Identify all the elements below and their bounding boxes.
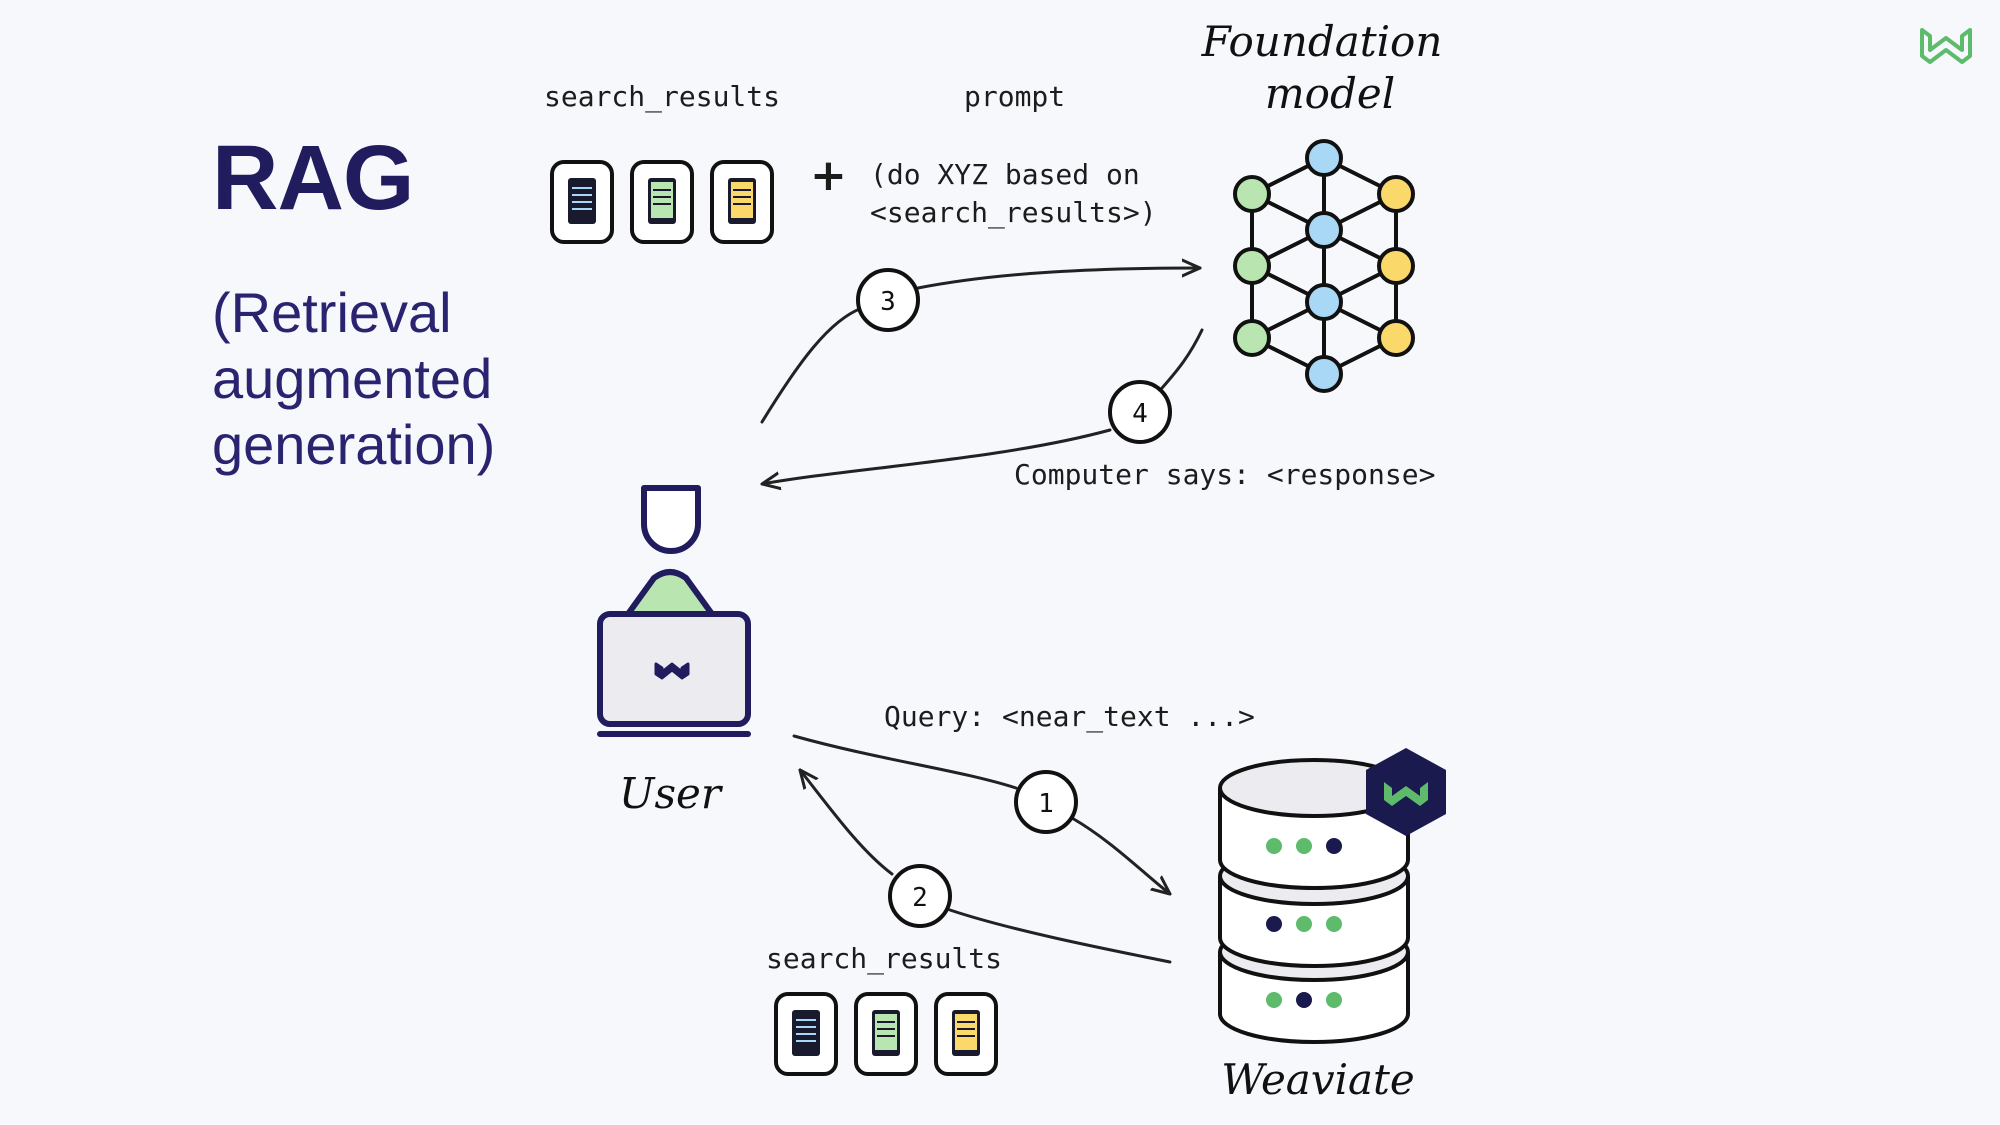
- foundation-model-label-line2: model: [1265, 69, 1395, 118]
- page-title: RAG: [212, 127, 414, 229]
- step-3-badge: 3: [856, 268, 920, 332]
- bottom-search-results-docs: [774, 992, 998, 1076]
- foundation-model-graph-icon: [1233, 139, 1415, 393]
- step-4-number: 4: [1132, 399, 1148, 429]
- user-head: [641, 485, 701, 554]
- prompt-label: prompt: [964, 80, 1065, 113]
- document-icon: [630, 160, 694, 244]
- user-label: User: [619, 769, 724, 818]
- user-laptop-icon: [597, 485, 751, 737]
- prompt-text-line1: (do XYZ based on: [870, 158, 1140, 191]
- document-icon: [550, 160, 614, 244]
- document-icon: [710, 160, 774, 244]
- step-1-badge: 1: [1014, 770, 1078, 834]
- arrow-step-4-start: [1160, 328, 1204, 390]
- computer-says-label: Computer says: <response>: [1014, 458, 1435, 491]
- step-2-number: 2: [912, 883, 928, 913]
- database-icon: [1218, 758, 1410, 1044]
- top-search-results-docs: [550, 160, 774, 244]
- document-icon: [934, 992, 998, 1076]
- weaviate-logo-icon: [1920, 28, 1972, 64]
- arrow-step-2-start: [948, 908, 1172, 964]
- document-icon: [774, 992, 838, 1076]
- arrow-step-1-start: [792, 734, 1018, 790]
- step-3-number: 3: [880, 287, 896, 317]
- flow-arrows: [760, 268, 1204, 964]
- query-label: Query: <near_text ...>: [884, 700, 1255, 734]
- prompt-text-line2: <search_results>): [870, 196, 1157, 230]
- weaviate-hex-logo-icon: [1366, 748, 1446, 836]
- user-body: [625, 569, 715, 617]
- step-2-badge: 2: [888, 864, 952, 928]
- arrow-step-2-head: [798, 768, 894, 876]
- document-icon: [854, 992, 918, 1076]
- foundation-model-label-line1: Foundation: [1201, 17, 1443, 66]
- arrow-step-4-head: [760, 428, 1112, 484]
- step-4-badge: 4: [1108, 380, 1172, 444]
- weaviate-label: Weaviate: [1221, 1055, 1415, 1104]
- step-1-number: 1: [1038, 789, 1054, 819]
- plus-sign: +: [810, 150, 847, 201]
- search-results-top-label: search_results: [544, 80, 780, 114]
- arrow-step-1-head: [1070, 816, 1172, 896]
- page-subtitle: (Retrieval augmented generation): [212, 281, 496, 476]
- search-results-bottom-label: search_results: [766, 942, 1002, 976]
- arrow-step-3: [760, 306, 864, 424]
- arrow-step-3-head: [916, 268, 1202, 290]
- laptop-logo: [654, 662, 690, 680]
